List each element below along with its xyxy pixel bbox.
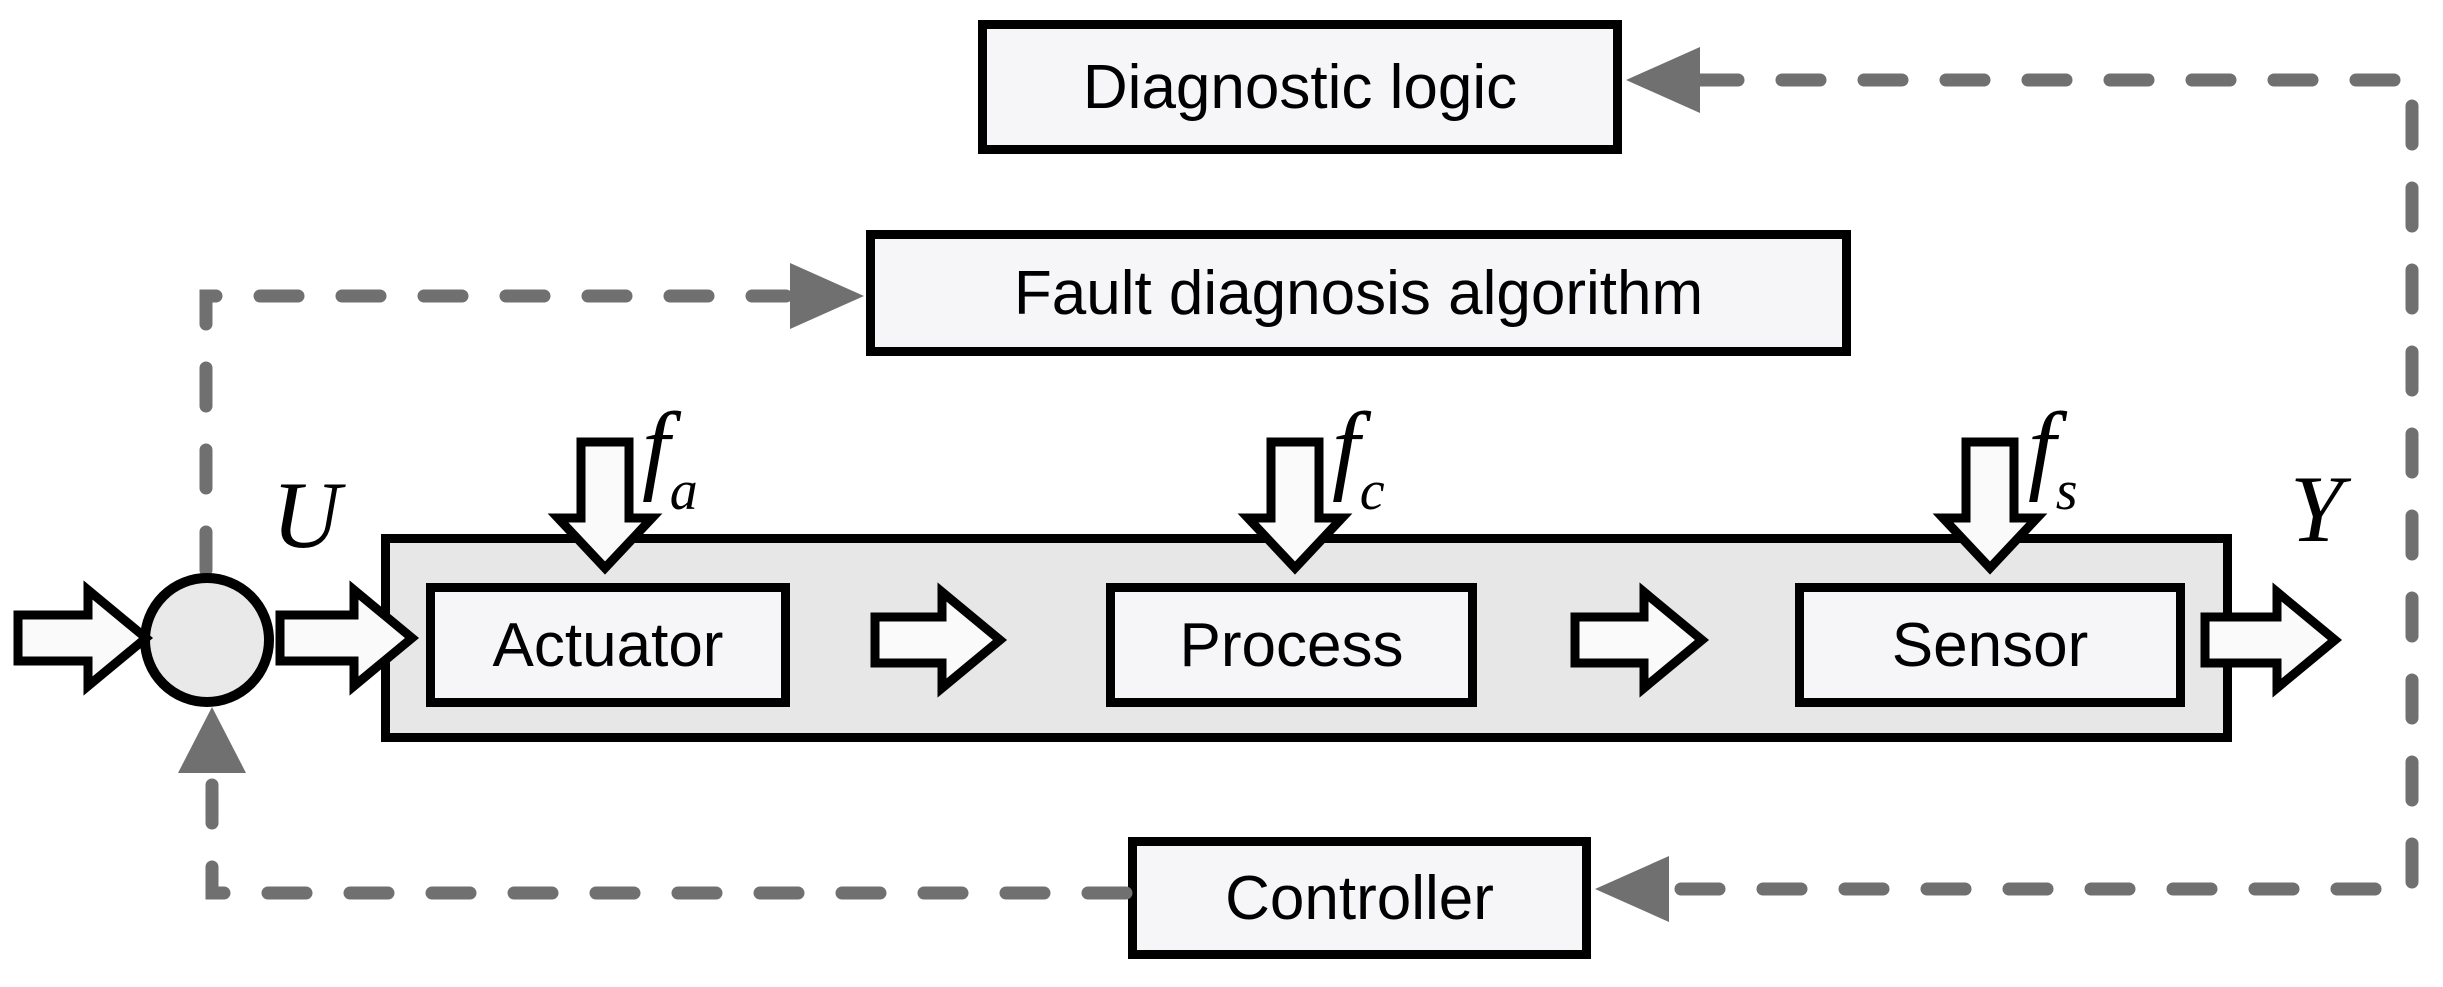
summing-junction-circle	[140, 573, 274, 707]
controller-box: Controller	[1128, 837, 1591, 959]
fault-diagnosis-arrowhead-icon	[790, 263, 864, 329]
fault-actuator-sub: a	[669, 460, 698, 522]
sensor-label: Sensor	[1891, 610, 2089, 680]
fault-actuator-base: f	[642, 392, 670, 503]
fault-process-label: fc	[1332, 398, 1385, 522]
process-box: Process	[1106, 583, 1477, 707]
controller-label: Controller	[1225, 863, 1494, 933]
reference-input-block-arrow-icon	[13, 580, 154, 696]
fault-sensor-sub: s	[2055, 460, 2078, 522]
actuator-box: Actuator	[426, 583, 790, 707]
fault-process-base: f	[1332, 392, 1360, 503]
u-signal-label: U	[272, 462, 341, 568]
controller-feedback-dashed-line	[205, 765, 1133, 900]
fault-sensor-base: f	[2028, 392, 2056, 503]
summing-junction-arrowhead-icon	[178, 707, 246, 773]
fault-process-sub: c	[1359, 460, 1385, 522]
y-signal-label: Y	[2290, 456, 2343, 562]
diagnostic-logic-arrowhead-icon	[1626, 47, 1700, 113]
actuator-label: Actuator	[492, 610, 724, 680]
fault-diagnosis-algorithm-label: Fault diagnosis algorithm	[1013, 258, 1704, 328]
fault-actuator-label: fa	[642, 398, 698, 522]
diagnostic-logic-label: Diagnostic logic	[1082, 52, 1518, 122]
fault-sensor-label: fs	[2028, 398, 2078, 522]
controller-arrowhead-icon	[1595, 856, 1669, 922]
sensor-box: Sensor	[1795, 583, 2185, 707]
process-label: Process	[1179, 610, 1404, 680]
diagnostic-logic-box: Diagnostic logic	[978, 20, 1622, 154]
fault-diagnosis-algorithm-box: Fault diagnosis algorithm	[866, 230, 1851, 356]
